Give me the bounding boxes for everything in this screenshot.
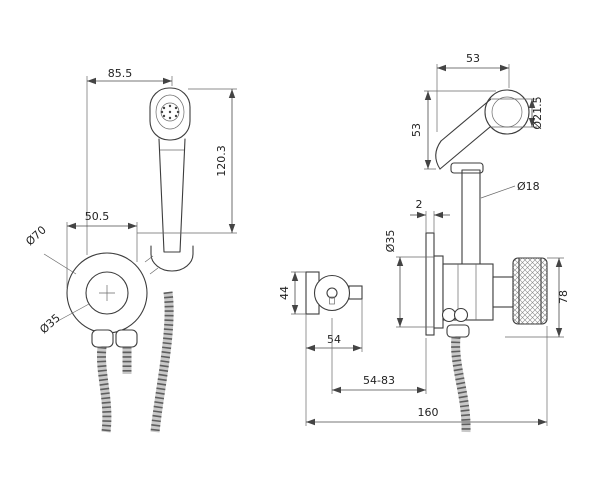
dim-side-part-height: 44	[278, 271, 306, 315]
escutcheon-edge	[433, 255, 444, 329]
dim-label-depth-range: 54-83	[363, 374, 395, 387]
hoses-front	[96, 291, 174, 433]
dim-total-width: 160	[306, 326, 548, 426]
check-valve-right	[115, 329, 138, 348]
sprayer-handle-front	[158, 138, 186, 253]
pipe-outline	[461, 169, 481, 265]
dim-label-side-part-height: 44	[278, 286, 291, 300]
handle-top-line	[440, 98, 492, 142]
sprayer-head-ring	[155, 94, 185, 130]
dim-width-top: 85.5	[86, 67, 173, 255]
dim-head-width: 53	[436, 52, 510, 132]
rear-circle	[313, 274, 351, 312]
head-inner-circle	[491, 96, 523, 128]
dim-label-offset: 50.5	[85, 210, 110, 223]
dim-label-plate-thickness: 2	[416, 198, 423, 211]
hose-side	[451, 336, 471, 433]
dim-label-width-top: 85.5	[108, 67, 133, 80]
mounting-disc	[66, 252, 148, 334]
dim-label-height: 120.3	[215, 145, 228, 177]
rear-keyway	[329, 296, 335, 305]
dim-pipe-diameter: Ø18	[480, 180, 540, 199]
dim-label-side-part-width: 54	[327, 333, 341, 346]
dim-label-head-height: 53	[410, 123, 423, 137]
dim-label-handle-diameter: Ø21.5	[531, 96, 544, 129]
side-view: 53 53 Ø21.5 Ø18 2 Ø35	[278, 52, 570, 433]
front-view: 85.5 120.3 50.5 Ø70 Ø35	[23, 67, 237, 433]
check-valves	[91, 329, 138, 348]
outlet-nut-left	[441, 307, 457, 323]
dim-inner-diameter: Ø35	[37, 303, 90, 336]
dim-depth-range: 54-83	[331, 318, 427, 394]
valve-rear-part	[305, 271, 363, 315]
sprayer-head-front	[149, 87, 191, 141]
handle-bottom-line	[439, 126, 491, 170]
wall-plate-rect	[425, 232, 435, 336]
handle-end-cap	[435, 140, 442, 170]
dim-outer-diameter: Ø70	[23, 223, 77, 275]
dim-head-height: 53	[410, 90, 496, 170]
check-valve-left	[91, 329, 114, 348]
dim-label-head-width: 53	[466, 52, 480, 65]
rear-hole	[326, 287, 338, 299]
sprayer-head-side	[435, 89, 530, 174]
holder-bracket	[450, 162, 484, 174]
dim-body-height: 78	[505, 257, 570, 338]
disc-inner-circle	[85, 271, 129, 315]
riser-pipe	[461, 169, 481, 265]
hose-fitting	[446, 324, 470, 338]
valve-stem	[492, 276, 514, 308]
wall-plate	[425, 232, 444, 336]
dim-label-inner-diameter: Ø35	[37, 311, 63, 336]
dim-plate-thickness: 2	[410, 198, 450, 233]
dim-offset: 50.5	[66, 210, 138, 288]
handle-outline	[158, 138, 186, 253]
knurled-knob	[512, 257, 548, 325]
dim-height: 120.3	[137, 88, 237, 234]
dim-label-outer-diameter: Ø70	[23, 223, 49, 248]
sprayer-hose	[150, 291, 174, 433]
center-cross	[99, 285, 115, 301]
sprayer-head-outline	[149, 87, 191, 141]
handle-cradle	[144, 245, 194, 275]
dim-side-part-width: 54	[305, 299, 363, 426]
dim-label-total-width: 160	[418, 406, 439, 419]
cradle-arm	[144, 255, 159, 275]
outlet-nut-right	[453, 307, 469, 323]
dim-label-pipe-diameter: Ø18	[517, 180, 540, 193]
head-outer-circle	[484, 89, 530, 135]
dim-escutcheon-diameter: Ø35	[384, 230, 434, 328]
rear-stub	[348, 285, 363, 300]
dim-handle-diameter: Ø21.5	[491, 96, 544, 130]
valve-body-side	[441, 257, 548, 338]
knob-rims	[518, 257, 542, 325]
cradle-ring	[150, 253, 194, 272]
dim-label-escutcheon-diameter: Ø35	[384, 230, 397, 253]
dim-label-body-height: 78	[557, 290, 570, 304]
spray-nozzle-dots	[160, 104, 180, 120]
